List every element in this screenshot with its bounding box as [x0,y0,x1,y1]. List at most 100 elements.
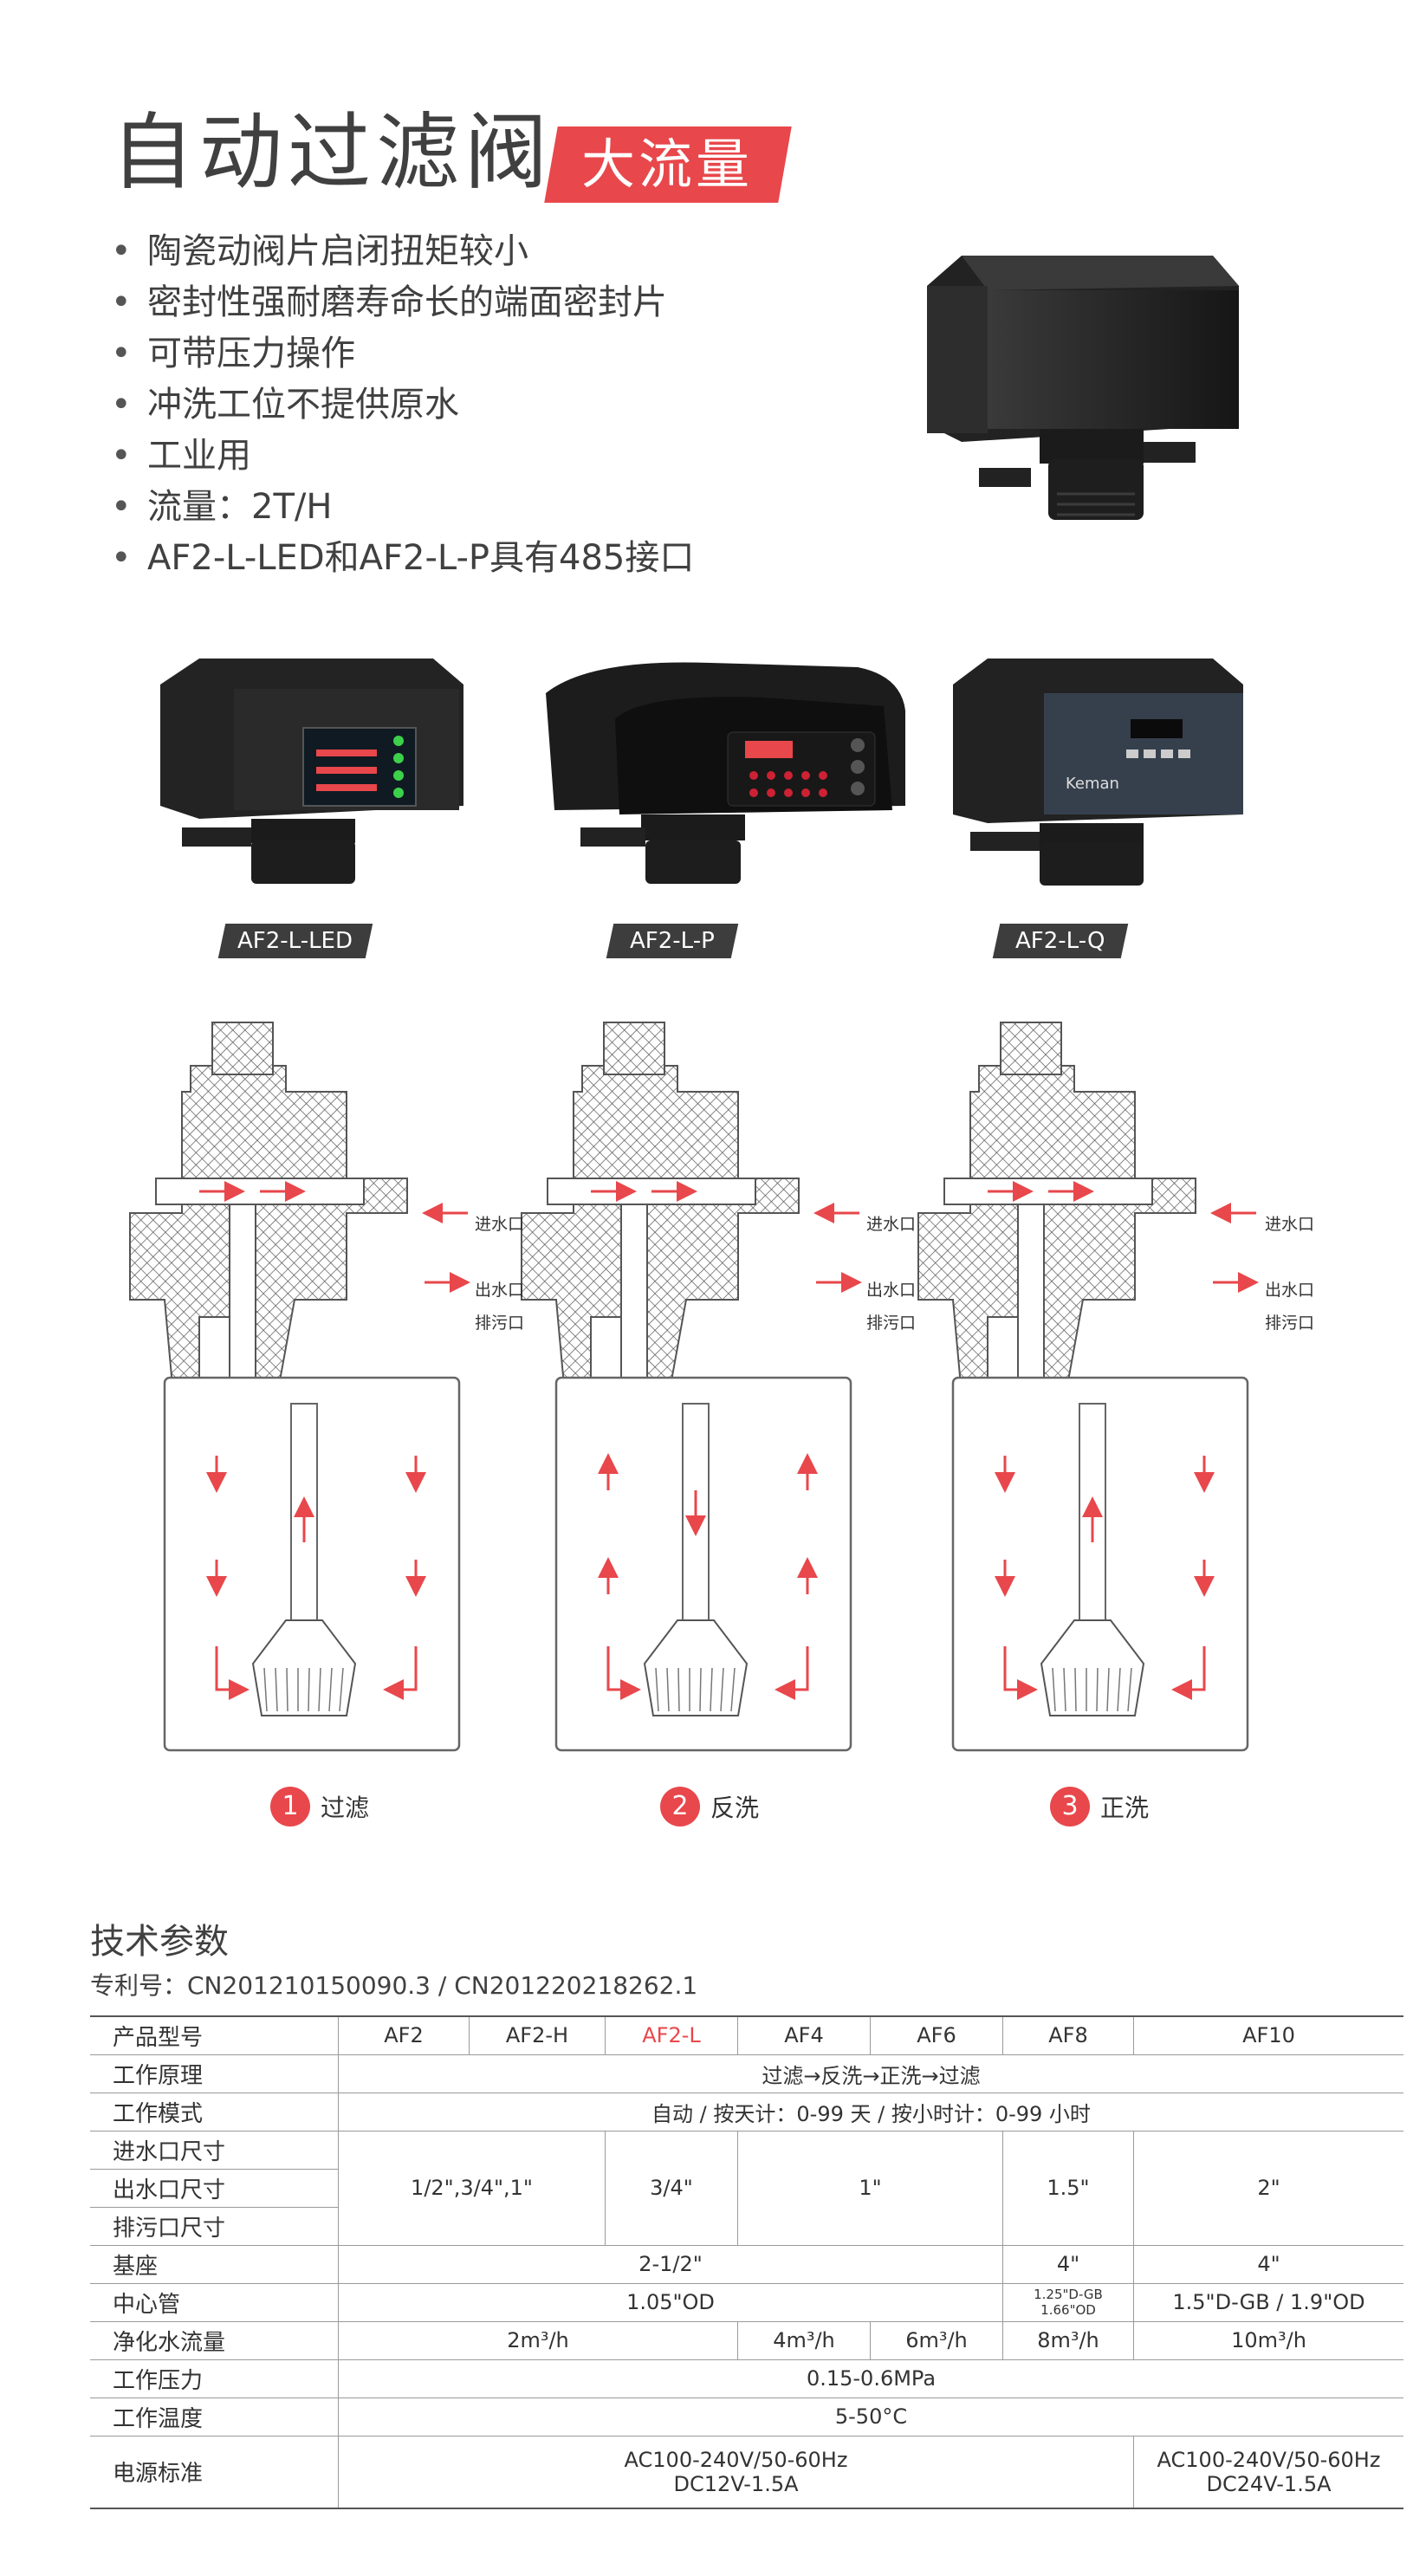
strainer-slot [655,1667,659,1712]
corner-arrow [606,1646,641,1700]
port-label-drain-3: 排污口 [1265,1314,1315,1333]
strainer-slot [1096,1667,1099,1712]
valve-image-af2-l-q: Keman [953,659,1243,886]
port-label-inlet-1: 进水口 [475,1215,525,1234]
table-row: 基座 2-1/2" 4" 4" [90,2245,1403,2284]
mode-name: 过滤 [321,1794,370,1822]
strainer-slot [1074,1667,1077,1712]
hero-valve-image [927,256,1239,520]
table-cell: AF6 [870,2015,1003,2055]
valve-channel [229,1204,256,1379]
table-row: 工作压力 0.15-0.6MPa [90,2359,1403,2398]
strainer-slot [286,1667,288,1712]
table-row: 进水口尺寸 1/2",3/4",1" 3/4" 1" 1.5" 2" [90,2131,1403,2246]
valve-body [129,1065,408,1396]
row-header: 工作压力 [90,2359,339,2398]
table-cell: 4" [1002,2245,1134,2284]
table-cell: 2m³/h [338,2321,738,2360]
feature-item: AF2-L-LED和AF2-L-P具有485接口 [111,532,694,584]
strainer-slot [1127,1667,1132,1712]
power-line: DC12V-1.5A [673,2471,799,2496]
capacity-badge: 大流量 [580,133,753,196]
table-cell: 4" [1133,2245,1403,2284]
diagram-2 [521,1022,862,1752]
strainer-slot [318,1667,321,1712]
power-line: DC24V-1.5A [1206,2471,1332,2496]
strainer-slot [275,1667,278,1712]
mode-name: 反洗 [710,1794,760,1822]
tube-size-line: 1.66"OD [1040,2302,1096,2318]
mode-name: 正洗 [1100,1794,1150,1822]
strainer-slot [1063,1667,1066,1712]
table-cell: 3/4" [605,2131,738,2246]
feature-item: 流量：2T/H [111,481,694,533]
feature-item: 冲洗工位不提供原水 [111,379,694,431]
svg-text:Keman: Keman [1066,775,1119,793]
table-cell: AF2-H [469,2015,606,2055]
strainer [1040,1619,1145,1716]
spec-title: 技术参数 [90,1922,229,1962]
feature-item: 可带压力操作 [111,328,694,380]
row-header: 产品型号 [90,2015,339,2055]
mode-number: 3 [1050,1787,1090,1827]
strainer-slot [1117,1667,1121,1712]
valve-cap [1000,1022,1062,1075]
port-label-inlet-2: 进水口 [866,1215,917,1234]
table-row: 工作温度 5-50°C [90,2398,1403,2436]
row-header: 电源标准 [90,2436,339,2509]
table-cell: 1/2",3/4",1" [338,2131,606,2246]
valve-body [521,1065,800,1396]
valve-cap [603,1022,665,1075]
corner-arrow [1171,1646,1206,1700]
row-header: 出水口尺寸 [90,2169,339,2208]
row-header: 基座 [90,2245,339,2284]
row-header: 工作温度 [90,2398,339,2436]
mode-filter: 1 过滤 [270,1787,369,1827]
mode-number: 1 [270,1787,310,1827]
table-cell: AF8 [1002,2015,1134,2055]
strainer-slot [339,1667,344,1712]
tube-size-line: 1.25"D-GB [1034,2287,1103,2302]
corner-arrow [775,1646,809,1700]
valve-image-af2-l-led [160,659,463,884]
table-cell: 1.05"OD [338,2283,1003,2322]
table-cell: AF2-L [605,2015,738,2055]
model-label-af2-l-q: AF2-L-Q [992,924,1129,958]
port-label-outlet-1: 出水口 [475,1281,525,1300]
table-row: 出水口尺寸 [90,2169,1403,2208]
port-label-inlet-3: 进水口 [1265,1215,1315,1234]
flow-diagrams [129,1022,1259,1752]
strainer [251,1619,357,1716]
table-cell: 0.15-0.6MPa [338,2359,1403,2398]
port-label-drain-2: 排污口 [866,1314,917,1333]
row-header: 进水口尺寸 [90,2131,339,2170]
table-cell: 5-50°C [338,2398,1403,2436]
valve-cap [211,1022,274,1075]
table-cell: 2-1/2" [338,2245,1003,2284]
strainer-slot [699,1667,702,1712]
strainer-slot [730,1667,736,1712]
valve-body [917,1065,1196,1396]
table-cell: 自动 / 按天计：0-99 天 / 按小时计：0-99 小时 [338,2093,1403,2132]
corner-arrow [1003,1646,1038,1700]
table-cell: AF4 [737,2015,871,2055]
strainer-slot [1106,1667,1110,1712]
feature-item: 陶瓷动阀片启闭扭矩较小 [111,225,694,277]
row-header: 工作模式 [90,2093,339,2132]
corner-arrow [215,1646,250,1700]
strainer-slot [263,1667,268,1712]
feature-item: 工业用 [111,430,694,482]
diagram-1 [129,1022,470,1752]
table-cell: 1.5" [1002,2131,1134,2246]
port-label-outlet-2: 出水口 [866,1281,917,1300]
spec-table: 产品型号 AF2 AF2-H AF2-L AF4 AF6 AF8 AF10 工作… [90,2015,1403,2509]
strainer-slot [666,1667,670,1712]
patent-numbers: 专利号：CN201210150090.3 / CN201220218262.1 [90,1971,698,2000]
table-cell: 1" [737,2131,1003,2246]
table-cell: 8m³/h [1002,2321,1134,2360]
valve-image-af2-l-p [546,662,905,884]
table-cell: AF10 [1133,2015,1403,2055]
